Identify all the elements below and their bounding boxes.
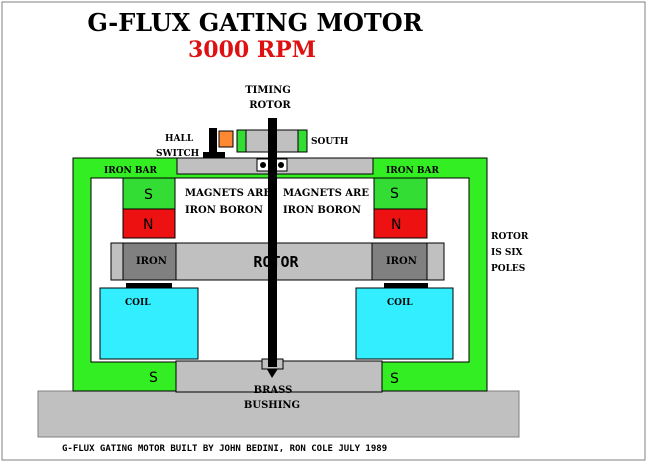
timing-rotor-label-line1: TIMING (245, 85, 291, 96)
coil-right-label: COIL (387, 298, 413, 308)
magnet-right-s-label: S (390, 186, 399, 202)
frame-foot-left-s: S (149, 370, 158, 386)
diagram-title: G-FLUX GATING MOTOR (87, 8, 423, 37)
iron-bar-label-left: IRON BAR (104, 166, 157, 176)
frame-bottom-gap (175, 360, 383, 393)
hall-switch-post (209, 128, 217, 158)
brass-bushing-label-line2: BUSHING (244, 400, 300, 411)
footer-credit: G-FLUX GATING MOTOR BUILT BY JOHN BEDINI… (62, 444, 387, 454)
magnet-note-left-line2: IRON BORON (185, 205, 263, 216)
rotor-note-line2: IS SIX (491, 248, 523, 258)
base-plate (37, 390, 520, 438)
rotor-iron-right (371, 242, 428, 281)
magnet-left-s-label: S (144, 187, 153, 203)
magnet-left-north (122, 208, 176, 239)
rotor-note-line1: ROTOR (491, 232, 529, 242)
iron-bar-label-right: IRON BAR (386, 166, 439, 176)
magnet-note-left-line1: MAGNETS ARE (185, 188, 271, 199)
coil-left (99, 287, 199, 360)
coil-right (355, 287, 454, 360)
magnet-right-north (373, 208, 428, 239)
timing-rotor-green-right (297, 129, 308, 153)
frame-foot-right-s: S (390, 371, 399, 387)
south-label: SOUTH (311, 137, 349, 147)
hall-switch-label-line1: HALL (165, 134, 194, 144)
magnet-left-n-label: N (143, 217, 153, 233)
rotor-note-line3: POLES (491, 264, 525, 274)
shaft (268, 118, 277, 368)
bearing-dot-right (278, 162, 284, 168)
timing-rotor-green-left (236, 129, 247, 153)
coil-left-core (126, 283, 172, 290)
shaft-over-bushing (268, 355, 277, 367)
bearing-dot-left (260, 162, 266, 168)
speed-label: 3000 RPM (188, 37, 316, 63)
magnet-right-n-label: N (391, 217, 401, 233)
rotor-iron-left (122, 242, 177, 281)
rotor-iron-left-label: IRON (136, 256, 167, 267)
magnet-note-right-line1: MAGNETS ARE (283, 188, 369, 199)
magnet-left-south (122, 177, 176, 210)
magnet-right-south (373, 177, 428, 210)
brass-bushing-label-line1: BRASS (254, 385, 293, 396)
hall-switch-sensor (218, 130, 234, 148)
magnet-note-right-line2: IRON BORON (283, 205, 361, 216)
timing-rotor-label-line2: ROTOR (249, 100, 291, 111)
rotor-iron-right-label: IRON (386, 256, 417, 267)
hall-switch-label-line2: SWITCH (156, 149, 200, 159)
hall-switch-base (203, 152, 225, 158)
coil-left-label: COIL (125, 298, 151, 308)
coil-right-core (384, 283, 428, 290)
